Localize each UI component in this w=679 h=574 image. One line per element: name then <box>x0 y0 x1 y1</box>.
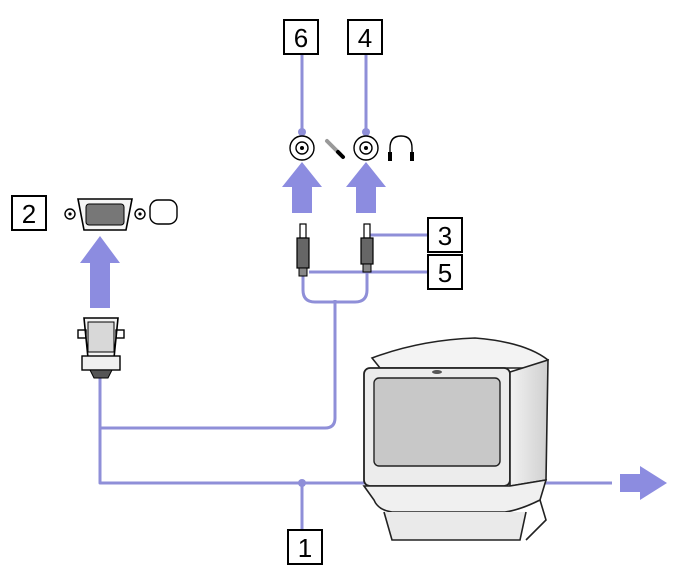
up-arrow-icon <box>80 236 120 308</box>
callout-5: 5 <box>427 254 463 290</box>
vga-plug-icon <box>77 317 125 379</box>
callout-4: 4 <box>347 19 383 55</box>
callout-1-label: 1 <box>298 533 312 563</box>
up-arrow-icon <box>346 162 386 213</box>
callout-2-label: 2 <box>22 199 36 229</box>
microphone-jack-icon <box>289 135 315 161</box>
audio-plug-icon <box>296 223 310 277</box>
callout-3-label: 3 <box>438 221 452 251</box>
tv-monitor-icon <box>362 337 550 541</box>
cable-lines <box>98 55 612 530</box>
callout-3: 3 <box>427 217 463 253</box>
callout-6: 6 <box>283 19 319 55</box>
headphone-icon <box>388 135 414 161</box>
audio-plug-icon <box>360 223 374 273</box>
callout-6-label: 6 <box>294 23 308 53</box>
callout-4-label: 4 <box>358 23 372 53</box>
headphone-jack-icon <box>353 135 379 161</box>
callout-1: 1 <box>287 529 323 565</box>
microphone-icon <box>325 139 345 159</box>
up-arrow-icon <box>282 162 322 213</box>
callout-5-label: 5 <box>438 258 452 288</box>
callout-2: 2 <box>11 195 47 231</box>
monitor-symbol-icon <box>149 199 178 225</box>
right-arrow-icon <box>620 466 667 500</box>
vga-port-icon <box>64 198 146 231</box>
